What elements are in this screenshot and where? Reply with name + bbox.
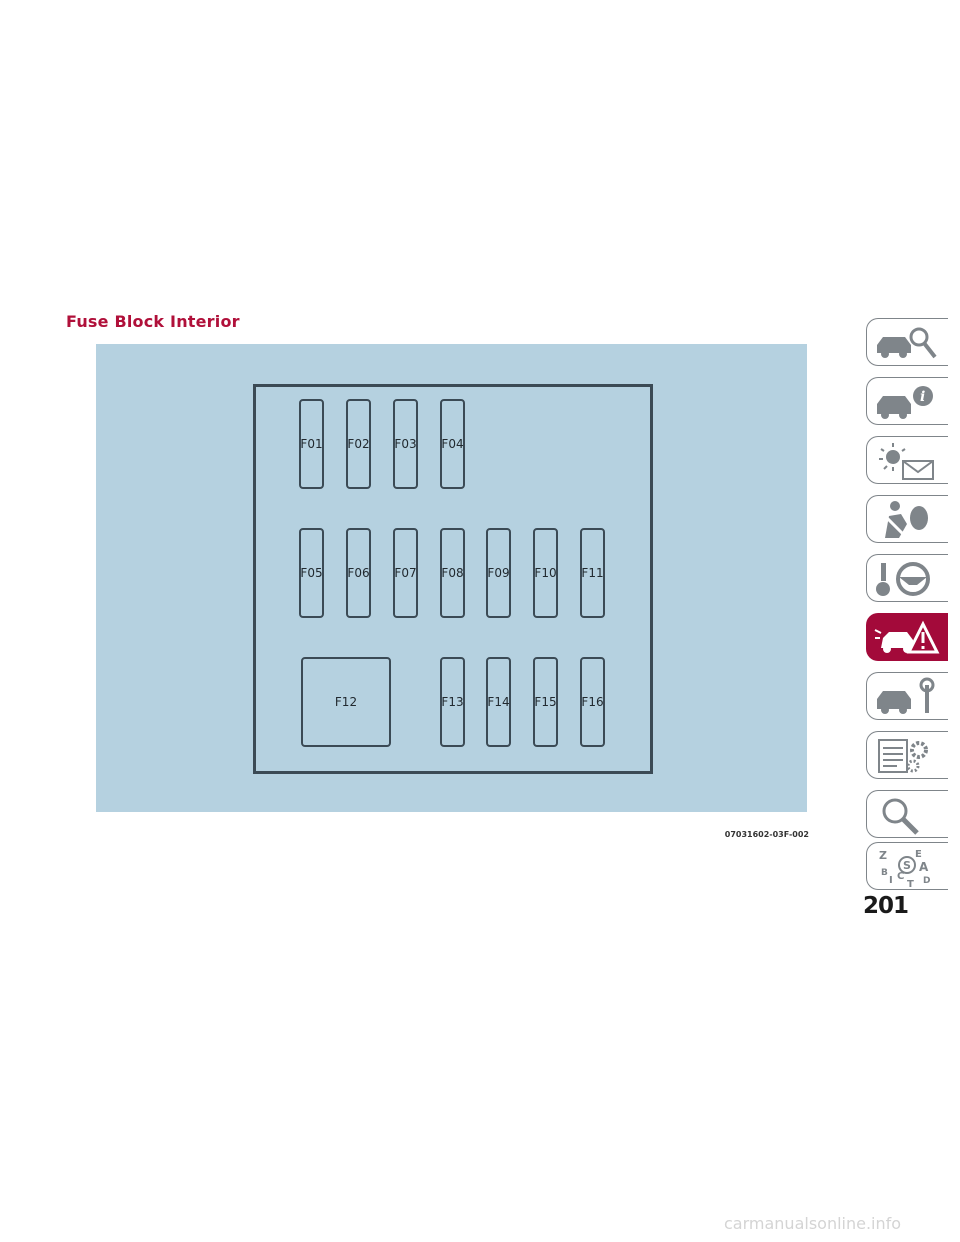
- car-search-icon: [877, 327, 937, 359]
- fuse-f02: F02: [346, 399, 371, 489]
- fuse-box-outline: F01 F02 F03 F04 F05 F06 F07 F08 F09 F10 …: [253, 384, 653, 774]
- svg-text:T: T: [907, 879, 914, 887]
- tab-safety[interactable]: [866, 495, 948, 543]
- svg-text:A: A: [919, 860, 929, 874]
- tab-specifications[interactable]: [866, 731, 948, 779]
- lights-messages-icon: [879, 443, 934, 480]
- tab-emergency[interactable]: [866, 613, 948, 661]
- svg-text:i: i: [920, 389, 925, 405]
- fuse-f05: F05: [299, 528, 324, 618]
- fuse-f11: F11: [580, 528, 605, 618]
- figure-code: 07031602-03F-002: [724, 830, 809, 839]
- svg-text:S: S: [903, 859, 911, 872]
- fuse-f01: F01: [299, 399, 324, 489]
- fuse-f08: F08: [440, 528, 465, 618]
- fuse-f06: F06: [346, 528, 371, 618]
- tab-lights-messages[interactable]: [866, 436, 948, 484]
- seatbelt-airbag-icon: [885, 501, 928, 538]
- svg-text:C: C: [897, 871, 904, 882]
- svg-text:D: D: [923, 876, 930, 886]
- fuse-f14: F14: [486, 657, 511, 747]
- fuse-f15: F15: [533, 657, 558, 747]
- fuse-f03: F03: [393, 399, 418, 489]
- alphabet-index-icon: Z E S A B I C D T: [879, 849, 930, 887]
- page-title: Fuse Block Interior: [66, 312, 240, 331]
- tab-maintenance[interactable]: [866, 672, 948, 720]
- steering-wheel-key-icon: [876, 562, 930, 596]
- fuse-f16: F16: [580, 657, 605, 747]
- tab-index[interactable]: Z E S A B I C D T: [866, 842, 948, 890]
- car-hazard-icon: [874, 620, 940, 654]
- fuse-f13: F13: [440, 657, 465, 747]
- magnifier-icon: [882, 798, 919, 835]
- fuse-f09: F09: [486, 528, 511, 618]
- tab-car-search[interactable]: [866, 318, 948, 366]
- svg-text:I: I: [889, 875, 893, 886]
- svg-text:Z: Z: [879, 849, 887, 862]
- svg-text:B: B: [881, 868, 888, 878]
- car-info-icon: i: [877, 386, 933, 419]
- tab-driving[interactable]: [866, 554, 948, 602]
- tab-car-info[interactable]: i: [866, 377, 948, 425]
- fuse-f07: F07: [393, 528, 418, 618]
- fuse-f12: F12: [301, 657, 391, 747]
- watermark: carmanualsonline.info: [724, 1214, 902, 1233]
- fuse-f10: F10: [533, 528, 558, 618]
- svg-text:E: E: [915, 849, 922, 860]
- document-gears-icon: [878, 739, 928, 773]
- fuse-f04: F04: [440, 399, 465, 489]
- fuse-diagram: F01 F02 F03 F04 F05 F06 F07 F08 F09 F10 …: [96, 344, 807, 812]
- page-number: 201: [863, 893, 909, 919]
- car-wrench-icon: [877, 677, 935, 714]
- tab-search[interactable]: [866, 790, 948, 838]
